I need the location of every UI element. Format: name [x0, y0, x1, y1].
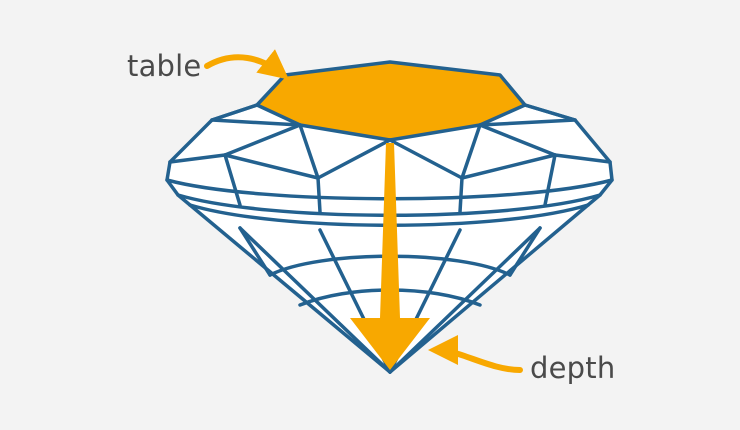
table-pointer-icon: [204, 49, 290, 80]
depth-arrow: [350, 143, 430, 370]
depth-label: depth: [530, 351, 616, 385]
arrow-down-icon: [350, 143, 430, 370]
table-label: table: [127, 49, 202, 83]
depth-pointer-icon: [428, 335, 523, 373]
